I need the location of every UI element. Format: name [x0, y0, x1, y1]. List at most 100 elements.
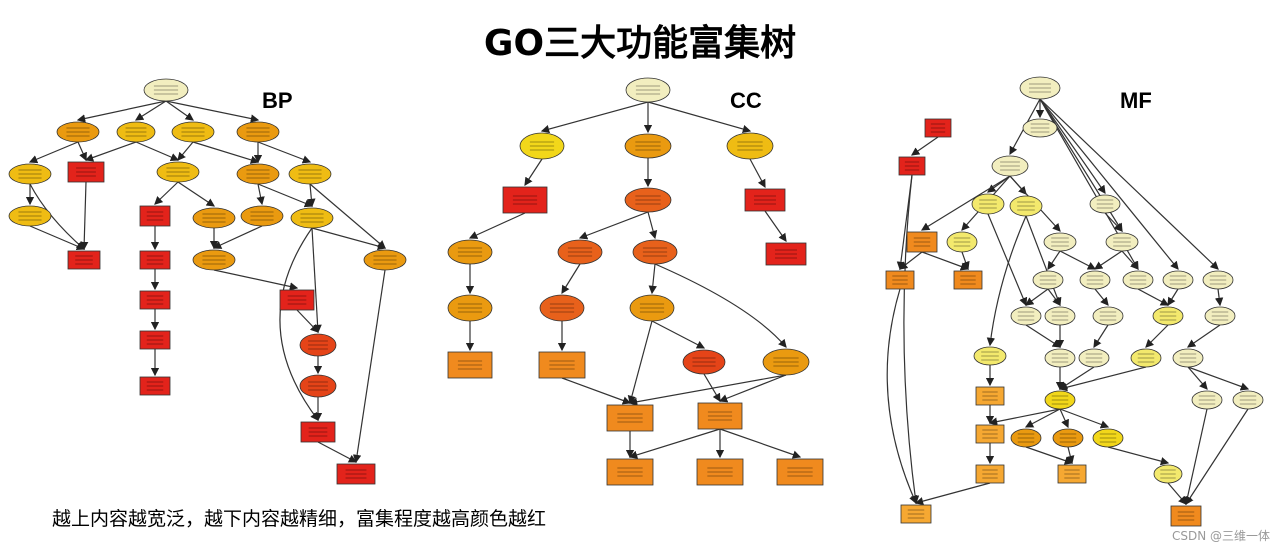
mf-go-term-node: [973, 346, 1007, 366]
cc-go-term-node: [697, 402, 743, 430]
bp-edge: [77, 141, 87, 162]
mf-label: MF: [1120, 88, 1152, 113]
bp-go-term-node: [290, 207, 334, 229]
mf-edge: [1059, 250, 1097, 270]
cc-edge: [561, 377, 632, 405]
mf-go-term-node: [953, 270, 983, 290]
bp-edge: [257, 183, 314, 208]
bp-edge: [296, 309, 319, 333]
mf-go-term-node: [1022, 118, 1058, 138]
bp-edge: [257, 141, 312, 164]
mf-edge: [1121, 250, 1139, 270]
cc-go-term-node: [624, 187, 672, 213]
cc-edge: [524, 158, 543, 187]
mf-edge: [1025, 324, 1062, 348]
mf-go-term-node: [1089, 194, 1121, 214]
mf-go-term-node: [1152, 306, 1184, 326]
mf-go-term-node: [900, 504, 932, 524]
mf-go-term-node: [975, 424, 1005, 444]
cc-panel: CC: [430, 70, 850, 490]
bp-go-term-node: [300, 421, 336, 443]
mf-edge: [899, 251, 923, 270]
bp-go-term-node: [288, 163, 332, 185]
bp-edge: [213, 269, 299, 291]
bp-go-term-node: [363, 249, 407, 271]
mf-go-term-node: [1044, 348, 1076, 368]
mf-go-term-node: [971, 193, 1005, 215]
cc-go-term-node: [538, 351, 586, 379]
mf-go-term-node: [1032, 270, 1064, 290]
bp-edge: [307, 183, 316, 208]
bp-go-term-node: [236, 121, 280, 143]
mf-edge: [1167, 288, 1179, 307]
cc-go-term-node: [632, 239, 678, 265]
mf-edge: [1058, 366, 1147, 392]
mf-go-term-node: [1105, 232, 1139, 252]
mf-go-term-node: [924, 118, 952, 138]
cc-go-term-node: [744, 188, 786, 212]
bp-edge: [29, 183, 85, 250]
cc-go-term-node: [606, 404, 654, 432]
bp-edge: [135, 141, 180, 162]
cc-label: CC: [730, 88, 762, 113]
bp-label: BP: [262, 88, 293, 113]
cc-edge: [561, 263, 581, 295]
cc-edge: [540, 101, 649, 134]
mf-edge: [1145, 324, 1169, 348]
mf-edge: [911, 136, 939, 156]
cc-edge: [628, 428, 721, 459]
cc-go-term-node: [762, 348, 810, 376]
cc-edge: [749, 158, 766, 189]
mf-go-term-node: [1079, 270, 1111, 290]
bp-go-term-node: [143, 78, 189, 102]
bp-edge: [28, 141, 79, 164]
bp-edge: [177, 181, 215, 207]
mf-edge: [1104, 212, 1123, 232]
bp-go-term-node: [139, 290, 171, 310]
mf-edge: [1187, 366, 1208, 390]
bp-edge: [256, 183, 265, 206]
page-title: GO三大功能富集树: [483, 23, 797, 64]
mf-edge: [1187, 324, 1221, 348]
bp-go-term-node: [56, 121, 100, 143]
mf-go-term-node: [906, 231, 938, 253]
mf-edge: [1094, 288, 1109, 306]
cc-go-term-node: [624, 133, 672, 159]
bp-edge: [80, 181, 89, 251]
bp-edge: [134, 100, 167, 121]
mf-edge: [1059, 408, 1110, 429]
mf-edge: [987, 213, 1028, 307]
mf-go-term-node: [1162, 270, 1194, 290]
bp-edge: [165, 100, 260, 123]
cc-nodes: [447, 77, 824, 486]
cc-edge: [719, 428, 802, 459]
mf-go-term-node: [1153, 464, 1183, 484]
cc-edge: [578, 211, 649, 240]
mf-edge: [1025, 446, 1074, 465]
mf-go-term-node: [975, 386, 1005, 406]
bp-go-term-node: [299, 333, 337, 357]
mf-tree-diagram: [885, 76, 1264, 527]
cc-edge: [468, 212, 526, 239]
bp-go-term-node: [8, 205, 52, 227]
bp-panel: BP: [0, 70, 430, 490]
mf-edge: [1025, 288, 1049, 306]
cc-edge: [647, 211, 658, 240]
cc-go-term-node: [539, 294, 585, 322]
mf-go-term-node: [1010, 428, 1042, 448]
mf-edge: [1039, 98, 1106, 194]
cc-go-term-node: [447, 351, 493, 379]
bp-nodes: [8, 78, 407, 485]
mf-edge: [1047, 288, 1061, 306]
mf-go-term-node: [1044, 390, 1076, 410]
mf-go-term-node: [1122, 270, 1154, 290]
mf-edge: [1214, 288, 1224, 307]
mf-panel: MF: [850, 70, 1280, 527]
mf-go-term-node: [1092, 428, 1124, 448]
bp-go-term-node: [171, 121, 215, 143]
cc-edge: [648, 263, 657, 295]
bp-edge: [317, 441, 358, 463]
bp-go-term-node: [240, 205, 284, 227]
bp-go-term-node: [139, 330, 171, 350]
mf-go-term-node: [885, 270, 915, 290]
